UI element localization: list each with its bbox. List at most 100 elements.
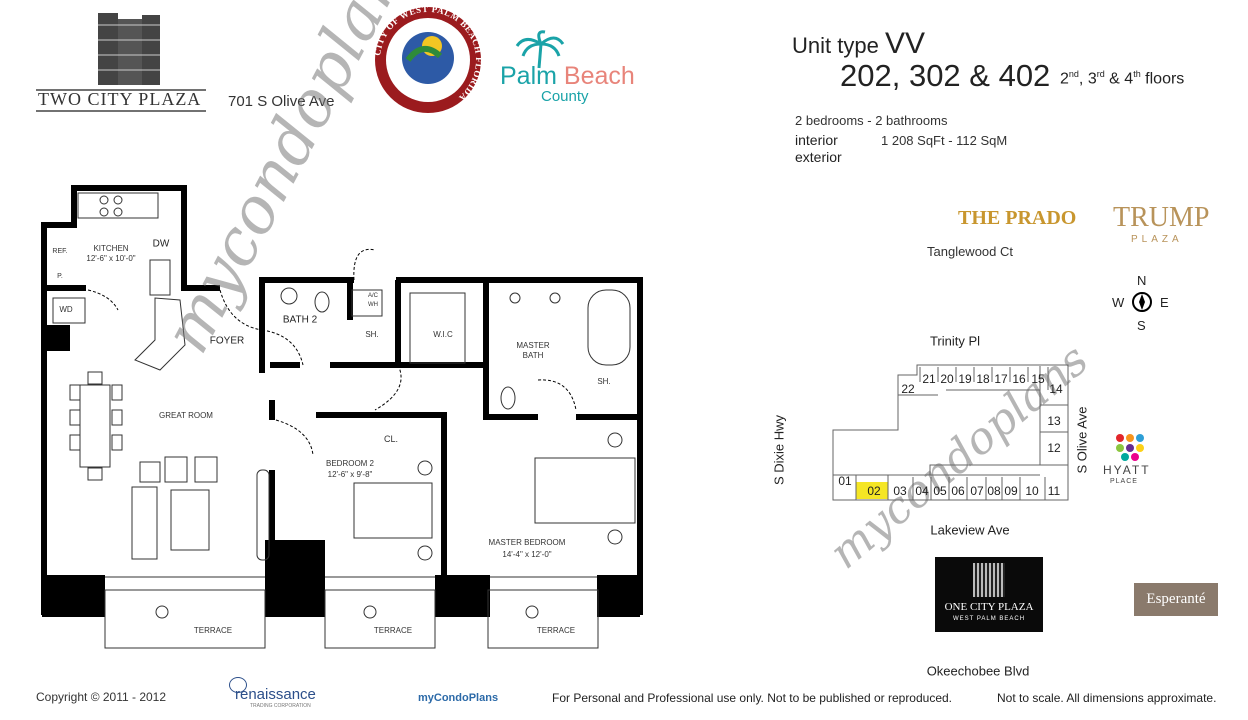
unit-08: 08: [987, 484, 1001, 498]
unit-03: 03: [893, 484, 907, 498]
street-trinity: Trinity Pl: [929, 333, 981, 349]
unit-type-code: VV: [884, 27, 925, 60]
unit-12: 12: [1047, 441, 1061, 455]
unit-11: 11: [1047, 484, 1061, 498]
street-tanglewood: Tanglewood Ct: [927, 244, 1013, 259]
kitchen-label: KITCHEN: [93, 244, 129, 253]
unit-07: 07: [970, 484, 984, 498]
unit-numbers: 202, 302 & 402: [840, 58, 1051, 93]
foyer-label: FOYER: [209, 335, 245, 347]
dining-table: [79, 384, 111, 468]
exterior-label: exterior: [795, 149, 842, 165]
county-logo-beach: Beach: [563, 62, 635, 90]
terrace-label: TERRACE: [536, 626, 576, 635]
master-bath-wall: [483, 280, 640, 420]
street-okeechobee: Okeechobee Blvd: [926, 663, 1030, 679]
highlighted-unit-02: [856, 482, 888, 499]
washer-dryer: [52, 297, 86, 324]
sofa: [131, 486, 158, 560]
one-city-plaza-text: ONE CITY PLAZA: [944, 601, 1034, 613]
one-city-plaza-logo: ONE CITY PLAZA WEST PALM BEACH: [935, 557, 1043, 632]
county-logo-county: County: [541, 88, 589, 105]
bed-bath-count: 2 bedrooms - 2 bathrooms: [795, 113, 948, 128]
shower-label: SH.: [365, 330, 379, 339]
hyatt-text: HYATT: [1103, 463, 1151, 477]
copyright: Copyright © 2011 - 2012: [36, 690, 167, 704]
interior-area: 1 208 SqFt - 112 SqM: [881, 133, 1008, 148]
walk-in-closet-label: W.I.C: [433, 330, 453, 339]
street-olive: S Olive Ave: [1074, 406, 1090, 474]
unit-floors: 2nd, 3rd & 4th floors: [1060, 69, 1185, 88]
street-lakeview: Lakeview Ave: [930, 522, 1010, 538]
compass-icon: [1132, 292, 1152, 312]
street-dixie: S Dixie Hwy: [771, 414, 787, 486]
bathtub: [587, 289, 631, 366]
terrace-label: TERRACE: [193, 626, 233, 635]
terrace-label: TERRACE: [373, 626, 413, 635]
north-wall: [396, 277, 643, 615]
washer-dryer-label: WD: [59, 305, 73, 314]
compass-w: W: [1112, 295, 1125, 310]
unit-21: 21: [922, 372, 936, 386]
bedroom2-dimensions: 12'-6" x 9'-8": [327, 470, 373, 479]
compass-s: S: [1137, 318, 1146, 333]
unit-17: 17: [994, 372, 1008, 386]
interior-label: interior: [795, 132, 838, 148]
kitchen-dimensions: 12'-6" x 10'-0": [86, 254, 136, 263]
unit-05: 05: [933, 484, 947, 498]
master-shower-label: SH.: [597, 377, 611, 386]
hyatt-place-text: PLACE: [1110, 478, 1138, 485]
fridge-label: REF.: [52, 248, 68, 255]
two-city-plaza-text: TWO CITY PLAZA: [38, 89, 202, 109]
kitchen-walls: [44, 185, 220, 291]
scale-notice: Not to scale. All dimensions approximate…: [997, 691, 1217, 705]
renaissance-logo: renaissance: [235, 686, 316, 703]
city-seal-icon: CITY OF WEST PALM BEACH FLORIDA: [372, 4, 483, 113]
terrace-2: [324, 589, 436, 649]
trump-plaza-logo: TRUMP: [1113, 202, 1210, 233]
palm-tree-icon: [515, 30, 565, 69]
unit-02: 02: [867, 484, 881, 498]
terrace-3: [487, 589, 599, 649]
unit-14: 14: [1049, 382, 1063, 396]
esperante-logo: Esperanté: [1134, 583, 1218, 616]
master-bedroom-label: MASTER BEDROOM: [488, 538, 566, 547]
compass-e: E: [1160, 295, 1169, 310]
unit-06: 06: [951, 484, 965, 498]
kitchen-counter: [77, 192, 159, 219]
master-bed: [534, 457, 636, 524]
unit-type: Unit type VV: [792, 27, 925, 60]
hyatt-place-logo-icon: [1116, 434, 1144, 461]
bed-2: [353, 482, 433, 539]
trump-plaza-subtitle: PLAZA: [1131, 234, 1183, 245]
unit-18: 18: [976, 372, 990, 386]
pantry-label: P.: [57, 273, 63, 280]
prado-logo: THE PRADO: [958, 207, 1077, 229]
ac-label: A/C: [367, 293, 379, 299]
unit-19: 19: [958, 372, 972, 386]
ac-closet-walls: [347, 280, 401, 362]
bedroom2-label: BEDROOM 2: [325, 459, 375, 468]
unit-04: 04: [915, 484, 929, 498]
county-logo-palm: Palm: [500, 62, 557, 90]
address: 701 S Olive Ave: [228, 93, 335, 110]
unit-10: 10: [1025, 484, 1039, 498]
unit-09: 09: [1004, 484, 1018, 498]
master-bath-label-2: BATH: [522, 351, 544, 360]
dishwasher-label: DW: [152, 238, 170, 250]
unit-16: 16: [1012, 372, 1026, 386]
master-bath-label: MASTER: [516, 341, 550, 350]
unit-15: 15: [1031, 372, 1045, 386]
unit-20: 20: [940, 372, 954, 386]
unit-22: 22: [901, 382, 915, 396]
mycondoplans-logo: myCondoPlans: [418, 692, 499, 704]
building-icon: [36, 13, 206, 112]
renaissance-subtitle: TRADING CORPORATION: [250, 703, 311, 709]
water-heater-label: WH: [368, 302, 378, 308]
bath2-top-wall: [259, 277, 354, 373]
usage-notice: For Personal and Professional use only. …: [552, 691, 953, 705]
closet-label: CL.: [383, 434, 399, 444]
